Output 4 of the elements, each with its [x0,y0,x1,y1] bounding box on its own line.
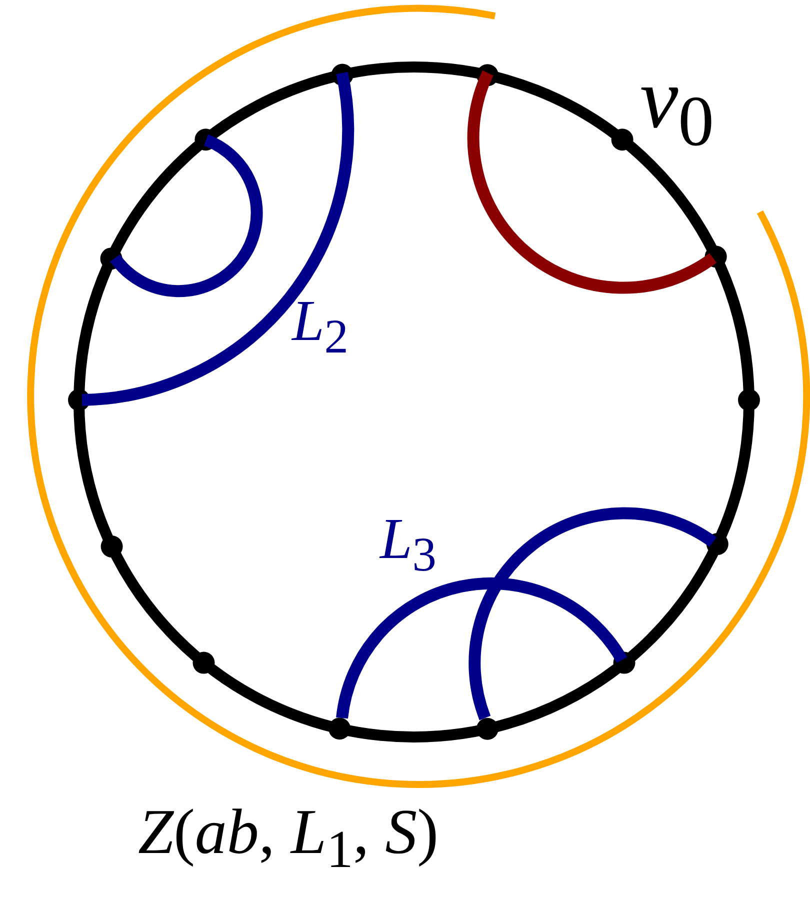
formula-label: Z(ab, L$_{1}$, S) [138,800,438,876]
vertex-label: v$_{0}$ [640,55,714,158]
path-label: L$_{3}$ [380,510,436,580]
path-label: L$_{2}$ [292,292,348,362]
